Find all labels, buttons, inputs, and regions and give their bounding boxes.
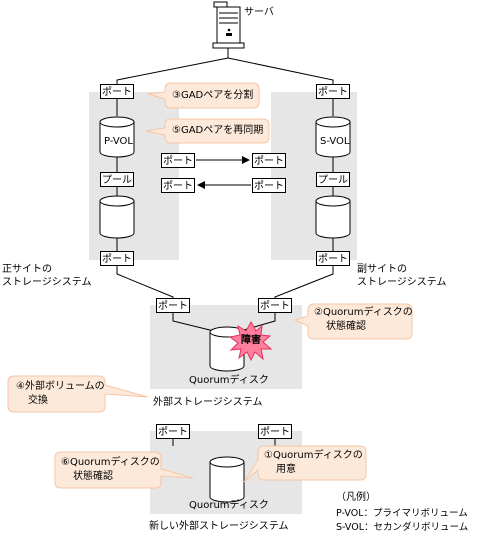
callout-step6 bbox=[54, 451, 194, 489]
pvol-cylinder bbox=[99, 116, 135, 158]
secondary-top-port: ポート bbox=[316, 84, 350, 99]
primary-site-label-2: ストレージシステム bbox=[2, 277, 92, 288]
legend-svol: S-VOL：セカンダリボリューム bbox=[336, 522, 469, 533]
step2-text-1: ②Quorumディスクの bbox=[314, 307, 413, 318]
external-port-right: ポート bbox=[258, 298, 292, 313]
step4-text-1: ④外部ボリュームの bbox=[16, 381, 105, 392]
primary-top-port: ポート bbox=[100, 84, 134, 99]
primary-bottom-port: ポート bbox=[100, 251, 134, 266]
step6-text-1: ⑥Quorumディスクの bbox=[61, 457, 160, 468]
callout-step5 bbox=[145, 118, 270, 144]
new-external-port-right: ポート bbox=[258, 424, 292, 439]
step1-text-1: ①Quorumディスクの bbox=[264, 450, 363, 461]
callout-step1 bbox=[243, 445, 367, 483]
callout-step2 bbox=[293, 303, 413, 340]
new-quorum-disk-cylinder bbox=[209, 456, 245, 503]
external-system-label: 外部ストレージシステム bbox=[153, 397, 263, 408]
primary-pool-cylinder bbox=[99, 195, 135, 239]
server-label: サーバ bbox=[244, 7, 274, 18]
new-external-system-label: 新しい外部ストレージシステム bbox=[149, 521, 289, 532]
primary-site-label-1: 正サイトの bbox=[2, 264, 52, 275]
step4-text-2: 交換 bbox=[28, 395, 48, 406]
secondary-bottom-port: ポート bbox=[316, 251, 350, 266]
callout-step4 bbox=[7, 375, 149, 413]
legend-title: （凡例） bbox=[336, 492, 376, 503]
secondary-site-label-2: ストレージシステム bbox=[357, 277, 447, 288]
secondary-remote-port-2: ポート bbox=[252, 178, 286, 193]
secondary-remote-port-1: ポート bbox=[252, 153, 286, 168]
step5-text: ⑤GADペアを再同期 bbox=[172, 125, 264, 136]
new-external-port-left: ポート bbox=[156, 424, 190, 439]
new-quorum-disk-label: Quorumディスク bbox=[189, 500, 269, 511]
primary-remote-port-1: ポート bbox=[161, 153, 195, 168]
svol-cylinder bbox=[315, 116, 351, 158]
secondary-pool-cylinder bbox=[315, 195, 351, 239]
primary-remote-port-2: ポート bbox=[161, 178, 195, 193]
secondary-site-label-1: 副サイトの bbox=[357, 264, 407, 275]
step6-text-2: 状態確認 bbox=[73, 471, 113, 482]
step1-text-2: 用意 bbox=[276, 464, 296, 475]
callout-step3 bbox=[147, 82, 260, 109]
pvol-label: P-VOL bbox=[104, 136, 133, 147]
server-icon bbox=[212, 1, 245, 58]
primary-pool: プール bbox=[100, 172, 134, 187]
failure-label: 障害 bbox=[241, 335, 261, 346]
legend-pvol: P-VOL：プライマリボリューム bbox=[336, 508, 468, 519]
secondary-pool: プール bbox=[316, 172, 350, 187]
svol-label: S-VOL bbox=[320, 136, 350, 147]
failure-burst-icon bbox=[228, 320, 273, 362]
step2-text-2: 状態確認 bbox=[326, 321, 366, 332]
quorum-disk-label: Quorumディスク bbox=[189, 375, 269, 386]
external-port-left: ポート bbox=[156, 298, 190, 313]
step3-text: ③GADペアを分割 bbox=[172, 90, 254, 101]
